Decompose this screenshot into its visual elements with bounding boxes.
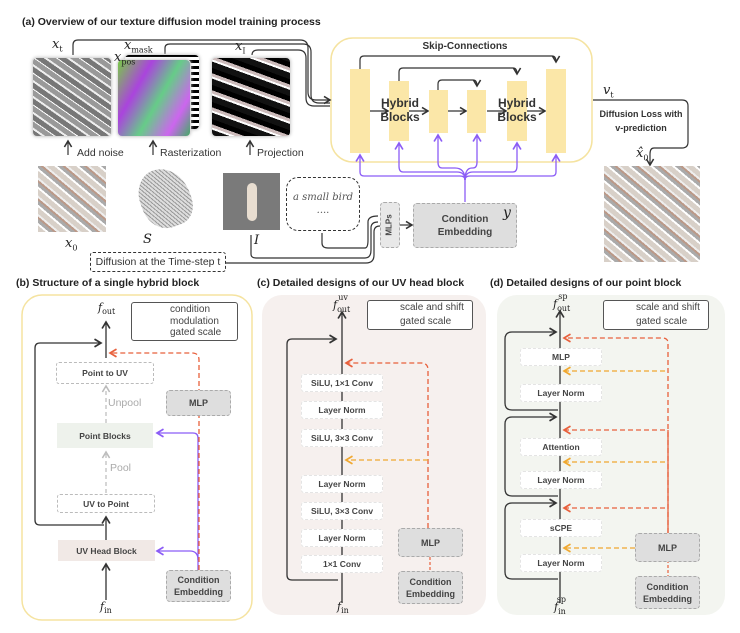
panel-d-title: (d) Detailed designs of our point block [490,277,682,289]
skip-connections-label: Skip-Connections [422,41,508,52]
panel-b-title: (b) Structure of a single hybrid block [16,277,200,289]
hybrid-block [507,81,527,141]
x0-hat-label: x̂0 [636,146,649,163]
point-to-uv-box: Point to UV [56,362,154,384]
condition-embedding-box: Condition Embedding [635,576,700,609]
clean-texture-image [38,166,106,232]
layer-box: sCPE [520,519,602,537]
layer-box: Layer Norm [301,401,383,419]
encoder-block [350,69,370,153]
unpool-label: Unpool [108,397,142,409]
mlps-box: MLPs [380,202,400,248]
layer-box: Layer Norm [520,554,602,572]
uv-head-block-box: UV Head Block [58,540,155,561]
layer-box: SiLU, 3×3 Conv [301,429,383,447]
layer-box: Layer Norm [520,384,602,402]
f-out-sp-label: foutsp [553,292,571,313]
panel-c-title: (c) Detailed designs of our UV head bloc… [257,277,465,289]
hybrid-blocks-label: Hybrid Blocks [497,96,537,124]
f-out-uv-label: foutuv [333,293,351,314]
loss-label: Diffusion Loss with v-prediction [599,109,683,133]
position-map-image [117,59,191,137]
legend-scale-shift: scale and shift [636,302,700,313]
legend-condition: condition modulation [170,304,219,327]
hybrid-block [467,90,486,133]
mlp-box: MLP [398,528,463,557]
f-in-sp-label: finsp [554,595,567,616]
legend-gated: gated scale [400,316,452,327]
rasterization-label: Rasterization [160,147,222,159]
bird-render-image [223,173,280,230]
mlp-box: MLP [635,533,700,562]
hybrid-block [429,90,448,133]
i-label: I [254,233,260,248]
add-noise-label: Add noise [77,147,124,159]
projection-image [211,57,291,137]
x-i-label: xI [235,39,246,56]
layer-box: MLP [520,348,602,366]
layer-box: Attention [520,438,602,456]
y-label: y [503,205,511,221]
v-t-label: vt [603,83,614,100]
decoder-block [546,69,566,153]
hybrid-block [389,81,409,141]
legend-gated: gated scale [636,316,688,327]
legend: scale and shift gated scale [367,300,473,330]
layer-box: SiLU, 1×1 Conv [301,374,383,392]
condition-embedding-box: Condition Embedding [166,570,231,602]
x-mask-label: xmask [124,38,153,55]
projection-label: Projection [257,147,304,159]
uv-to-point-box: UV to Point [57,494,155,513]
pool-label: Pool [110,462,132,474]
noisy-texture-image [32,57,112,137]
x-0-label: x0 [65,236,78,253]
s-label: S [143,232,152,247]
condition-embedding-box: Condition Embedding [413,203,517,248]
legend-scale-shift: scale and shift [400,302,464,313]
layer-box: Layer Norm [301,475,383,493]
f-out-label: fout [98,301,116,317]
timestep-box: Diffusion at the Time-step t [90,252,226,272]
legend: condition modulation gated scale [131,302,238,341]
panel-a-title: (a) Overview of our texture diffusion mo… [22,16,321,28]
layer-box: Layer Norm [520,471,602,489]
point-blocks-box: Point Blocks [57,423,153,448]
predicted-texture-image [604,166,700,262]
condition-embedding-box: Condition Embedding [398,571,463,604]
f-in-label: fin [100,600,112,616]
layer-box: SiLU, 3×3 Conv [301,502,383,520]
text-prompt-bubble: a small bird .... [286,177,360,231]
layer-box: 1×1 Conv [301,555,383,573]
x-pos-label: xpos [114,50,136,67]
mlp-box: MLP [166,390,231,416]
legend: scale and shift gated scale [603,300,709,330]
hybrid-blocks-label: Hybrid Blocks [380,96,420,124]
x-t-label: xt [52,37,63,54]
layer-box: Layer Norm [301,529,383,547]
legend-gated: gated scale [170,327,222,338]
f-in-label: fin [337,600,349,616]
